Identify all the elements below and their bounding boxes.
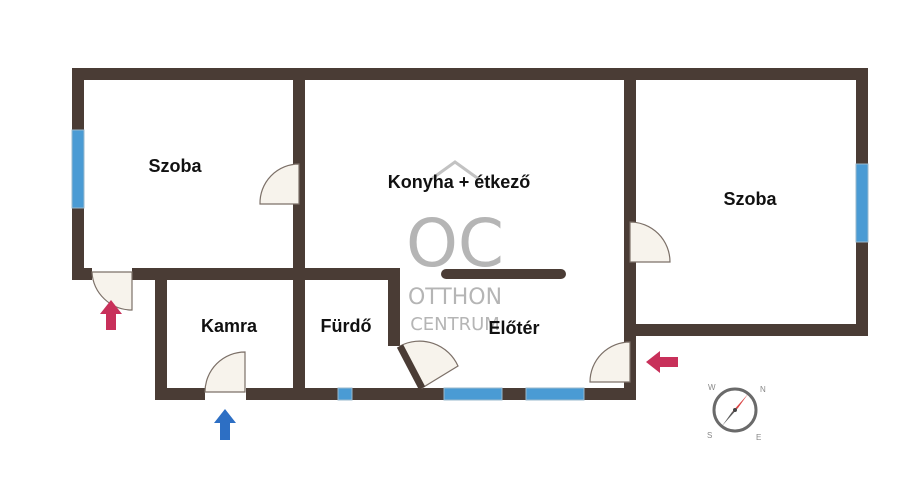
entry-arrow-left-icon — [646, 351, 678, 373]
wall-bottom-a — [155, 388, 205, 400]
door-main-entry — [589, 341, 631, 383]
window-eloter-1 — [443, 387, 503, 401]
window-furdo — [337, 387, 353, 401]
entry-arrow-up-icon — [100, 300, 122, 330]
wall-under-szoba-a — [72, 268, 92, 280]
kitchen-divider — [441, 269, 566, 279]
wall-kamra-furdo — [293, 268, 305, 400]
wall-under-szoba-b — [132, 268, 400, 280]
watermark-logo: OC — [406, 205, 504, 282]
compass-n: N — [760, 385, 766, 394]
wall-kamra-left — [155, 268, 167, 400]
room-label-szoba-left: Szoba — [148, 156, 202, 176]
door-szoba-left — [259, 163, 300, 205]
wall-konyha-szoba — [624, 68, 636, 338]
compass-icon: N W E S — [707, 383, 766, 442]
wall-bottom-e — [584, 388, 636, 400]
compass-w: W — [708, 383, 716, 392]
room-label-kamra: Kamra — [201, 316, 258, 336]
watermark-line1: OTTHON — [408, 285, 502, 310]
doors — [91, 163, 671, 393]
door-entry-left — [91, 271, 133, 311]
room-label-konyha: Konyha + étkező — [388, 172, 531, 192]
door-furdo — [399, 340, 459, 389]
window-left — [71, 129, 85, 209]
room-label-szoba-right: Szoba — [723, 189, 777, 209]
watermark-line2: CENTRUM — [410, 314, 500, 335]
window-eloter-2 — [525, 387, 585, 401]
compass-s: S — [707, 431, 712, 440]
room-label-eloter: Előtér — [488, 318, 539, 338]
windows — [71, 129, 869, 401]
window-right — [855, 163, 869, 243]
wall-bottom-d — [502, 388, 526, 400]
door-furdo-leaf — [396, 344, 426, 390]
wall-top — [72, 68, 868, 80]
wall-bottom-b — [246, 388, 338, 400]
wall-bottom-c — [352, 388, 444, 400]
room-label-furdo: Fürdő — [321, 316, 372, 336]
wall-furdo-right — [388, 268, 400, 346]
watermark: OC OTTHON CENTRUM — [406, 160, 504, 335]
compass-e: E — [756, 433, 761, 442]
walls — [72, 68, 868, 400]
secondary-entry-arrow-up-icon — [214, 409, 236, 440]
wall-right-room-bottom — [624, 324, 868, 336]
door-kamra — [204, 351, 246, 393]
watermark-roof-icon — [429, 160, 481, 182]
door-szoba-right — [629, 221, 671, 263]
